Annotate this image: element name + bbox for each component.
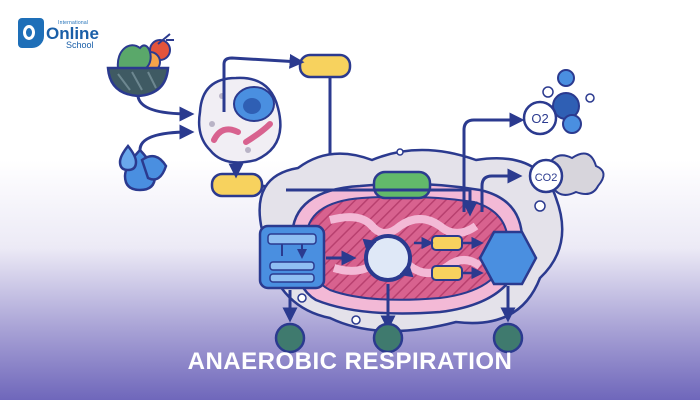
output-node-2	[372, 322, 404, 354]
yellow-box-small-1	[431, 235, 463, 251]
salad-bowl-icon	[106, 33, 174, 98]
yellow-box-left	[210, 172, 264, 198]
yellow-box-top	[298, 53, 352, 79]
output-node-1	[274, 322, 306, 354]
blue-box-left	[258, 224, 326, 290]
output-node-3	[492, 322, 524, 354]
yellow-box-small-2	[431, 265, 463, 281]
logo-main-text: Online	[46, 24, 99, 43]
oxygen-label: O2	[531, 111, 548, 126]
cycle-arrows-icon	[362, 234, 414, 282]
logo-sub-text: School	[66, 40, 94, 50]
green-box	[372, 170, 432, 200]
carbon-dioxide-label: CO2	[535, 172, 558, 184]
logo[interactable]: International Online School	[18, 18, 118, 52]
logo-badge-icon	[18, 18, 44, 48]
oxygen-molecule-icon: O2	[522, 69, 595, 136]
blue-hexagon	[478, 230, 538, 286]
cell-icon	[197, 76, 282, 164]
carbon-dioxide-cloud-icon: CO2	[528, 152, 605, 196]
page-title: ANAEROBIC RESPIRATION	[187, 348, 513, 375]
logo-small-text: International	[58, 20, 89, 26]
water-drops-icon	[118, 143, 168, 192]
